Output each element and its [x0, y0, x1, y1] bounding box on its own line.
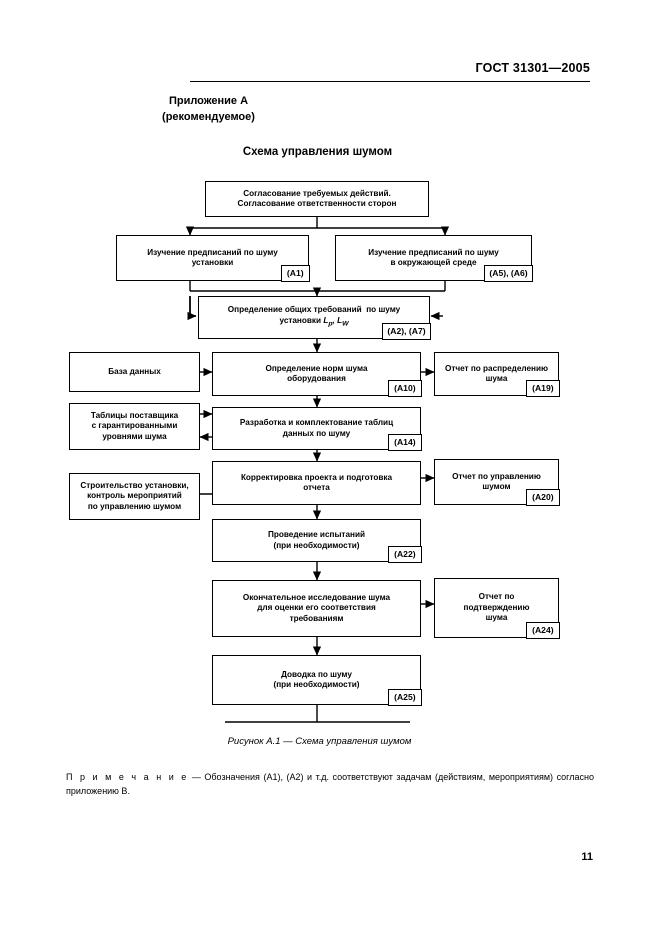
note-lead: П р и м е ч а н и е: [66, 772, 189, 782]
flow-node-n5: База данных: [69, 352, 200, 392]
flow-node-n7-tag: (А19): [526, 379, 560, 397]
flow-node-n16: Доводка по шуму(при необходимости) (А25): [212, 655, 422, 706]
header-rule: [190, 81, 590, 82]
flow-node-n4-tag: (А2), (А7): [382, 322, 431, 340]
flow-node-n6-tag: (А10): [388, 379, 422, 397]
flow-node-n5-label: База данных: [108, 366, 161, 376]
flow-node-n3-tag: (А5), (А6): [484, 264, 533, 282]
flow-node-n12: Строительство установки,контроль меропри…: [69, 473, 200, 520]
appendix-title: Приложение А: [168, 95, 249, 107]
flowchart: Согласование требуемых действий.Согласов…: [69, 181, 560, 723]
diagram-title: Схема управления шумом: [242, 146, 393, 158]
page-header: ГОСТ 31301—2005: [475, 61, 590, 75]
flow-node-n2-tag: (А1): [280, 264, 310, 282]
flow-node-n11-tag: (А20): [526, 488, 560, 506]
flow-node-n16-label: Доводка по шуму(при необходимости): [273, 669, 360, 690]
flow-node-n1: Согласование требуемых действий.Согласов…: [205, 181, 429, 217]
flow-node-n9-tag: (А14): [388, 433, 422, 451]
flow-node-n1-label: Согласование требуемых действий.Согласов…: [237, 188, 397, 209]
page-number: 11: [581, 851, 593, 863]
note-block: П р и м е ч а н и е — Обозначения (А1), …: [66, 770, 594, 798]
note-text: — Обозначения (А1), (А2) и т.д. соответс…: [66, 772, 594, 796]
appendix-subtitle: (рекомендуемое): [162, 111, 255, 123]
flow-node-n12-label: Строительство установки,контроль меропри…: [80, 480, 189, 511]
flow-node-n13-tag: (А22): [388, 545, 422, 563]
appendix-caption: Приложение А (рекомендуемое): [0, 93, 661, 125]
flow-node-n15-tag: (А24): [526, 621, 560, 639]
flow-node-n13: Проведение испытаний(при необходимости) …: [212, 519, 422, 563]
flow-node-n13-label: Проведение испытаний(при необходимости): [267, 530, 366, 550]
flow-node-n16-tag: (А25): [388, 688, 422, 706]
figure-caption: Рисунок А.1 — Схема управления шумом: [227, 736, 412, 747]
